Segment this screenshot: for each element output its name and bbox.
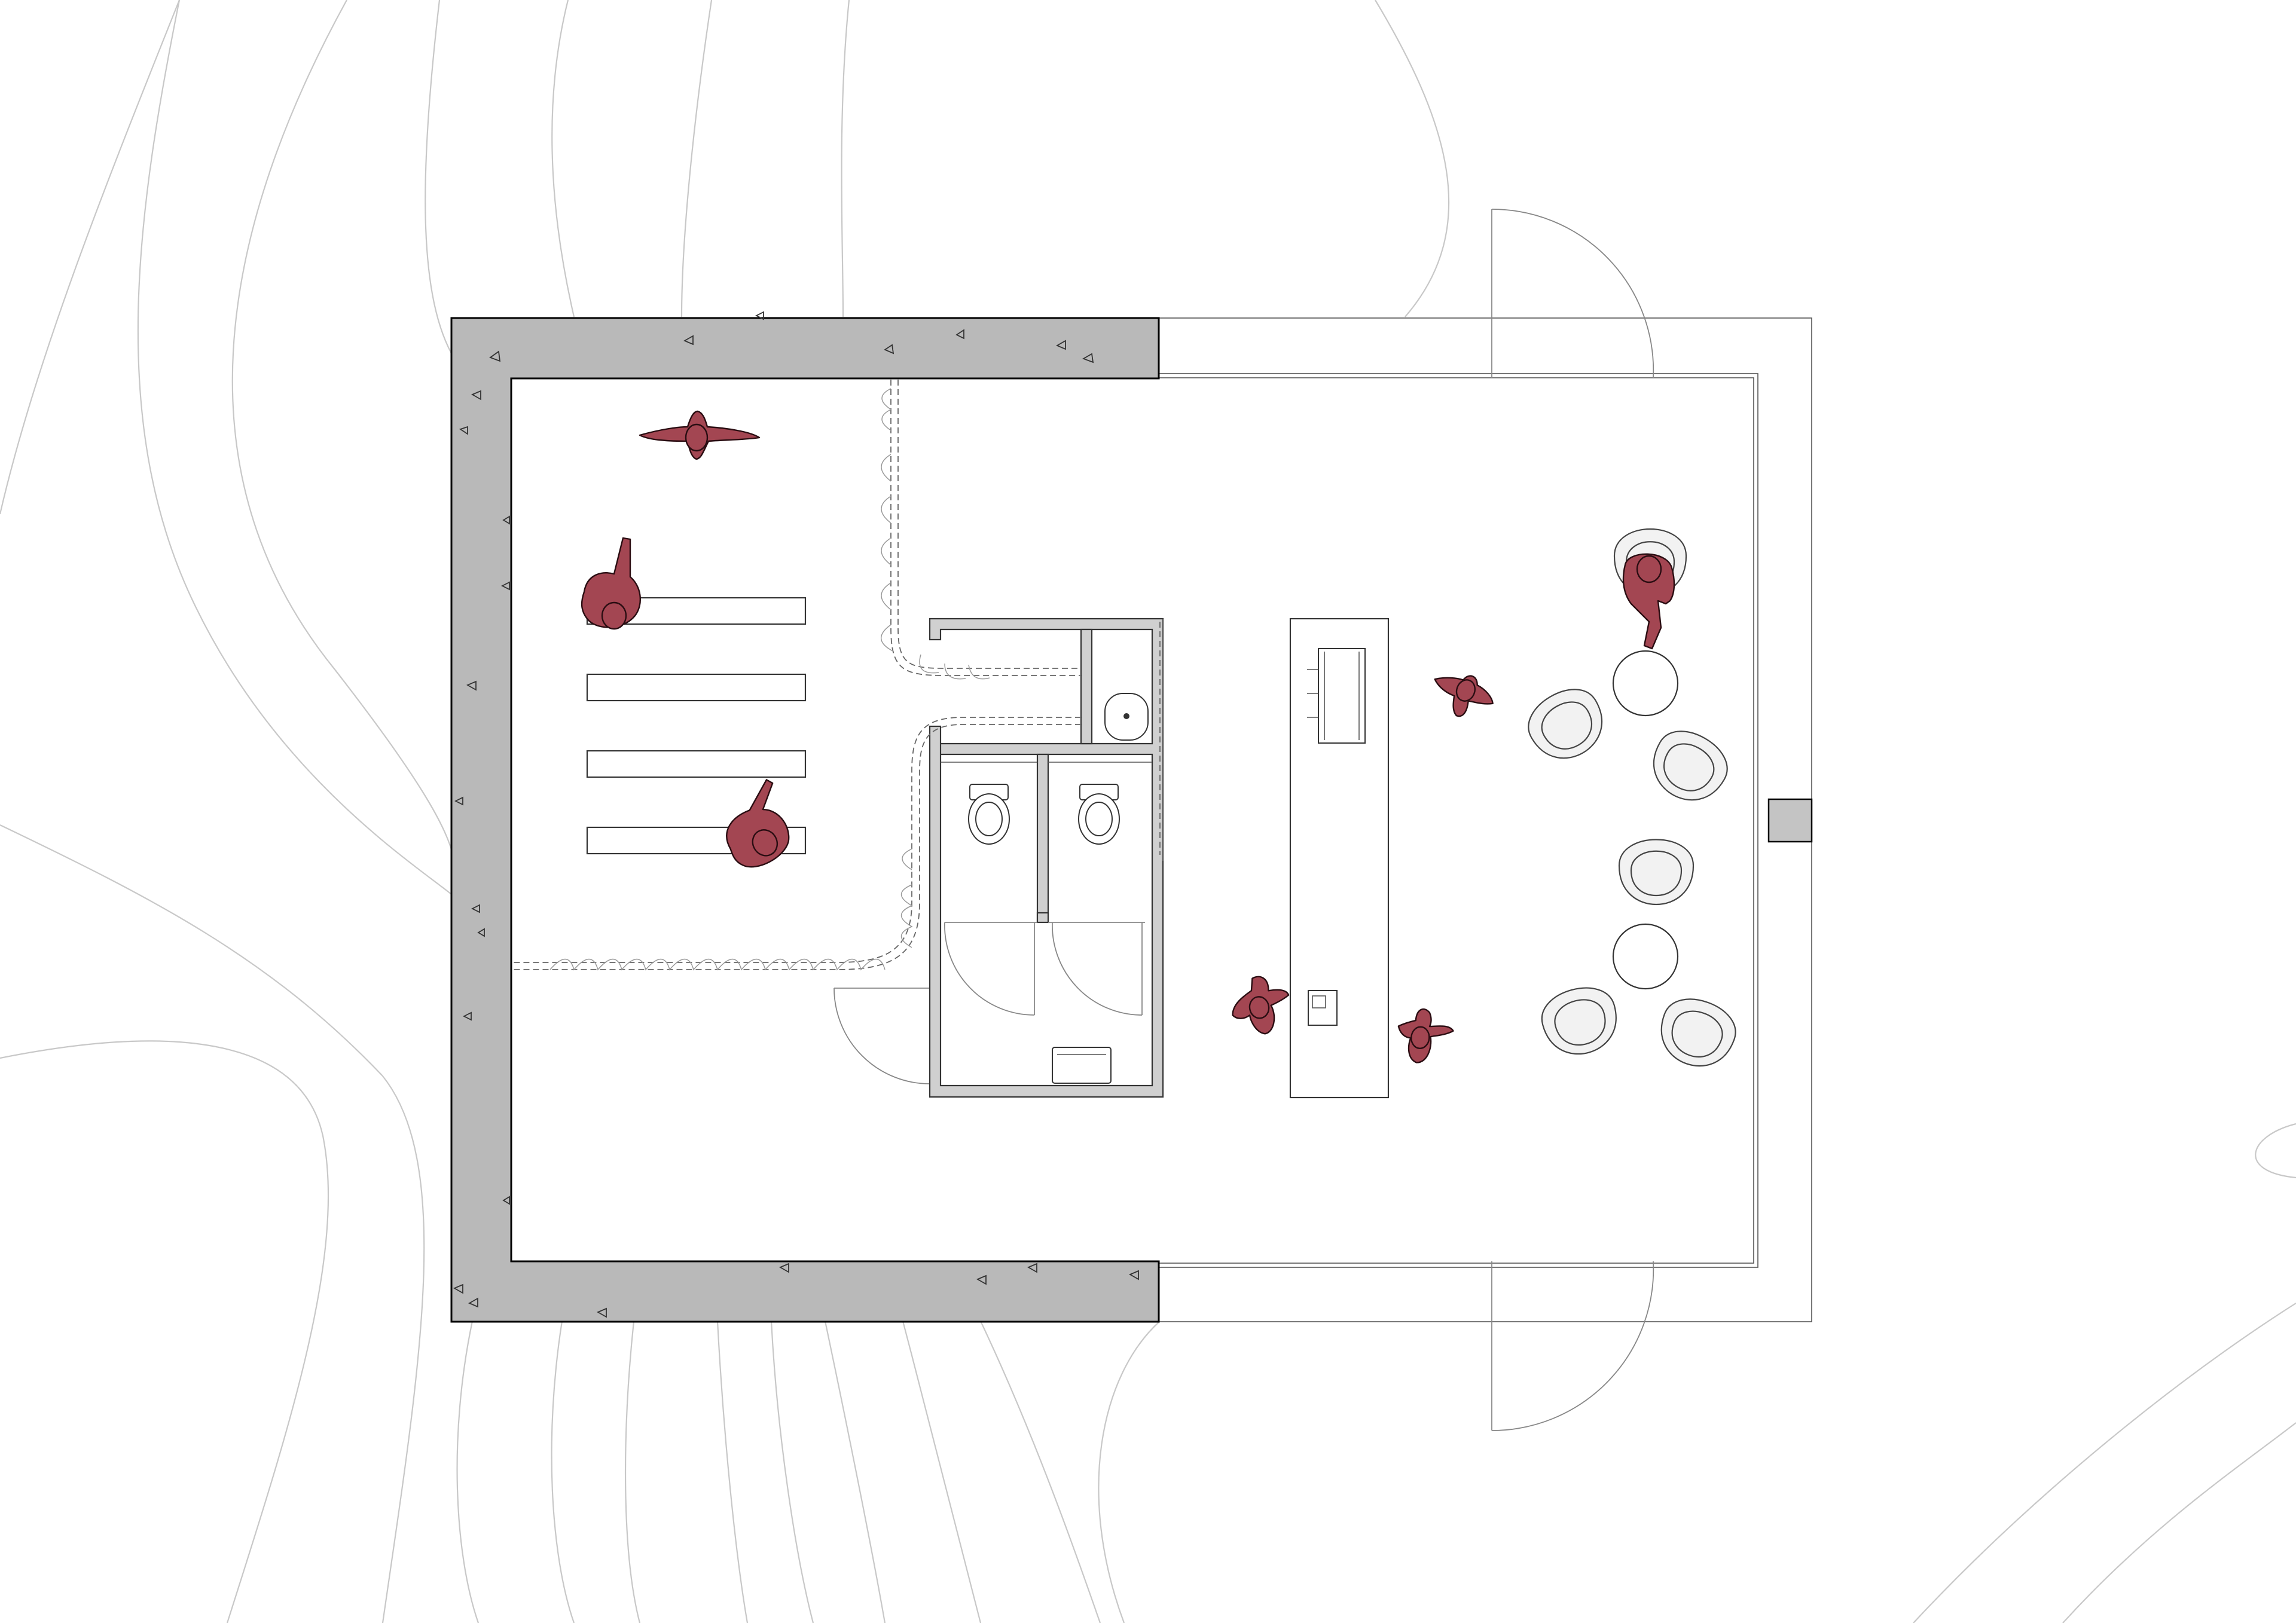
person-figure-6 (1232, 976, 1290, 1035)
people (581, 410, 1675, 1063)
glazing-line (511, 373, 1758, 1268)
counter-appliance (1318, 648, 1366, 744)
person-figure-7 (1397, 1008, 1454, 1063)
person-figure-5 (1622, 553, 1675, 650)
lounge-chair-6 (1660, 998, 1736, 1067)
exterior-utility-box (1767, 798, 1813, 843)
lounge-chair-4 (1618, 839, 1694, 906)
lounge-chair-2 (1528, 689, 1602, 759)
lounge-chair-5 (1541, 987, 1617, 1055)
pavilion-outline (451, 317, 1812, 1322)
doors (833, 209, 1654, 1431)
round-table-1 (1612, 650, 1679, 717)
lounge-furniture (1528, 528, 1736, 1067)
person-figure-2 (581, 537, 641, 630)
changing-unit (1052, 1047, 1112, 1084)
person-figure-1 (639, 410, 761, 460)
person-figure-3 (726, 779, 790, 868)
bench-3 (586, 750, 807, 778)
bar-counter (1289, 618, 1390, 1099)
building-shell (450, 311, 1813, 1323)
wc-block (929, 618, 1164, 1098)
lounge-chair-3 (1653, 730, 1728, 801)
round-table-2 (1612, 923, 1679, 990)
concrete-wall (450, 317, 1160, 1323)
bench-2 (586, 673, 807, 702)
person-figure-4 (1434, 675, 1494, 717)
concrete-aggregate (453, 311, 1139, 1318)
curtain-track (511, 380, 1081, 971)
